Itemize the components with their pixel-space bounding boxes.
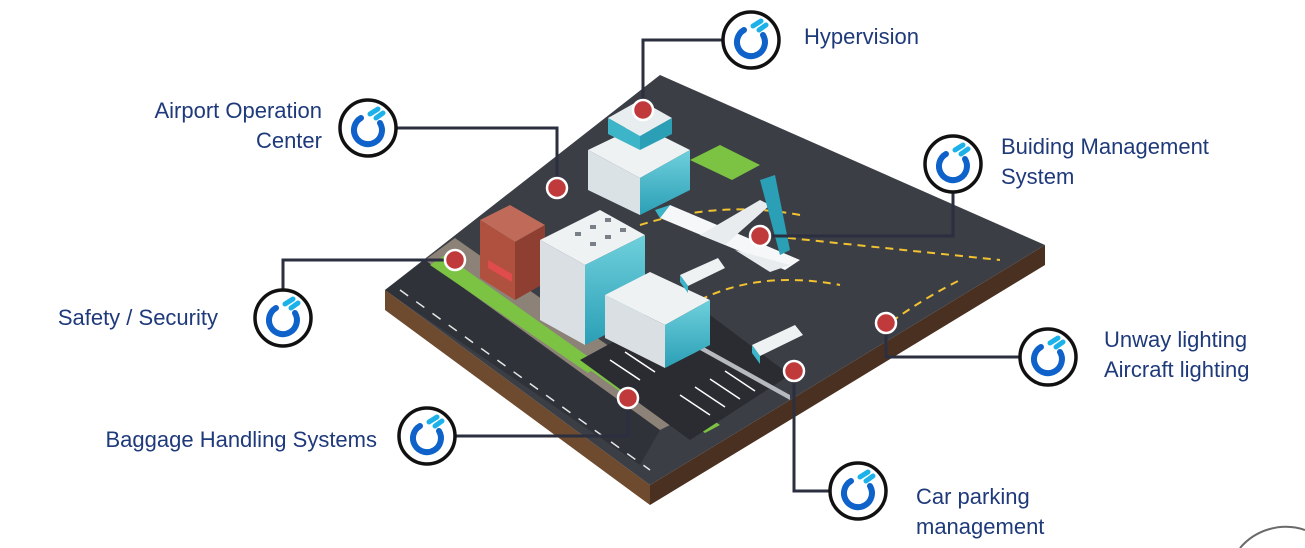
brand-logo-icon (721, 10, 781, 70)
marker-safety-security (443, 248, 467, 272)
label-line: Safety / Security (57, 305, 218, 330)
label-line: Car parking (916, 484, 1030, 509)
label-line: Hypervision (804, 24, 919, 49)
label-airport-operation-center: Airport Operation Center (154, 96, 322, 156)
marker-runway-aircraft-lighting (874, 311, 898, 335)
label-car-parking-management: Car parking management (916, 482, 1044, 542)
connector-hypervision (641, 38, 722, 110)
brand-logo-icon (253, 288, 313, 348)
label-safety-security: Safety / Security (58, 303, 218, 333)
connector-runway-aircraft-lighting (884, 323, 1020, 359)
bus (752, 325, 803, 364)
label-line: Unway lighting (1104, 327, 1248, 352)
connector-airport-operation-center (395, 126, 559, 188)
label-building-management-system: Buiding Management System (1001, 132, 1209, 192)
marker-building-management-system (748, 224, 772, 248)
brand-logo-icon (923, 134, 983, 194)
label-hypervision: Hypervision (804, 22, 919, 52)
marker-car-parking-management (782, 359, 806, 383)
label-runway-aircraft-lighting: Unway lighting Aircraft lighting (1104, 325, 1250, 385)
marker-baggage-handling-systems (616, 386, 640, 410)
brand-logo-icon (828, 461, 888, 521)
connector-baggage-handling-systems (455, 398, 630, 438)
label-line: Aircraft lighting (1104, 357, 1250, 382)
corner-circle-decoration (1239, 525, 1305, 548)
connector-building-management-system (760, 190, 955, 238)
label-line: management (916, 514, 1045, 539)
base-right-side (650, 245, 1045, 505)
front-road (385, 260, 660, 465)
connector-car-parking-management (792, 371, 830, 493)
connector-lines (281, 38, 1020, 493)
airport-illustration (385, 75, 1045, 505)
bus (680, 258, 725, 293)
label-line: Baggage Handling Systems (105, 427, 378, 452)
brand-logo-icon (338, 98, 398, 158)
connector-safety-security (281, 258, 455, 290)
label-line: Airport Operation (154, 98, 322, 123)
glass-building (605, 272, 710, 368)
marker-airport-operation-center (545, 176, 569, 200)
brick-building (480, 205, 545, 300)
base-left-side (385, 290, 650, 505)
grass-strip (690, 145, 760, 180)
grass-strip (430, 255, 600, 373)
label-baggage-handling-systems: Baggage Handling Systems (106, 425, 378, 455)
label-line: System (1001, 164, 1075, 189)
brand-logo-icon (1018, 327, 1078, 387)
label-line: Buiding Management (1001, 134, 1209, 159)
brand-logo-icon (397, 406, 457, 466)
marker-hypervision (631, 98, 655, 122)
label-line: Center (255, 128, 322, 153)
terminal-wall (700, 345, 790, 400)
